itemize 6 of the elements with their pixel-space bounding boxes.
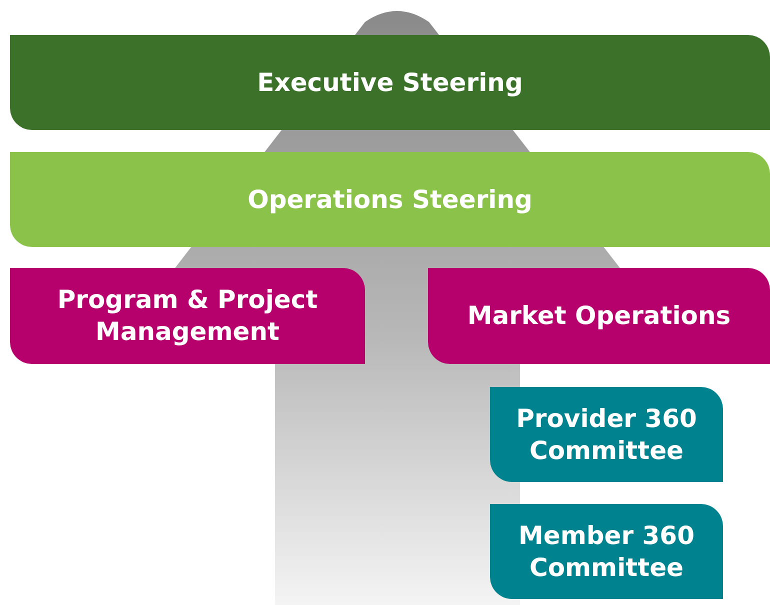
process-box: Program & Project Management [10,268,365,364]
tier-band: Executive Steering [10,35,770,130]
process-box: Provider 360 Committee [490,387,723,482]
tier-band: Operations Steering [10,152,770,247]
process-box: Member 360 Committee [490,504,723,599]
process-box: Market Operations [428,268,770,364]
